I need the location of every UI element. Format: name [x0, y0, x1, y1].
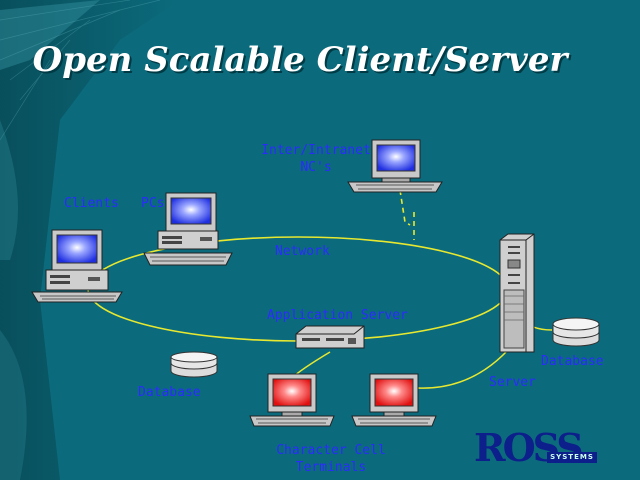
- internet-dashed-link: [399, 189, 415, 240]
- client-pc-right[interactable]: [143, 192, 233, 266]
- character-terminal-left[interactable]: [249, 373, 335, 427]
- label-database-left: Database: [138, 385, 201, 400]
- label-terminals: Terminals: [295, 460, 367, 475]
- ross-logo-subtitle: SYSTEMS: [547, 452, 597, 463]
- label-server: Server: [489, 375, 536, 390]
- label-ncs: NC's: [300, 160, 332, 175]
- database-disks-left: [170, 351, 218, 378]
- label-character-cell: Character Cell: [276, 443, 386, 458]
- client-pc-left[interactable]: [31, 229, 123, 303]
- character-terminal-right[interactable]: [351, 373, 437, 427]
- background-texture: [0, 0, 180, 480]
- label-application-server: Application Server: [267, 308, 408, 323]
- label-pcs: PCs: [141, 196, 165, 211]
- server-terminal-link: [417, 349, 509, 389]
- database-disks-right: [552, 317, 600, 347]
- label-clients: Clients: [64, 196, 119, 211]
- label-network: Network: [275, 244, 330, 259]
- slide-title: Open Scalable Client/Server: [32, 40, 568, 80]
- label-inter-intranet: Inter/Intranet: [261, 143, 371, 158]
- server-tower[interactable]: [499, 233, 535, 353]
- application-server[interactable]: [295, 325, 365, 349]
- label-database-right: Database: [541, 354, 604, 369]
- network-computer[interactable]: [347, 139, 443, 193]
